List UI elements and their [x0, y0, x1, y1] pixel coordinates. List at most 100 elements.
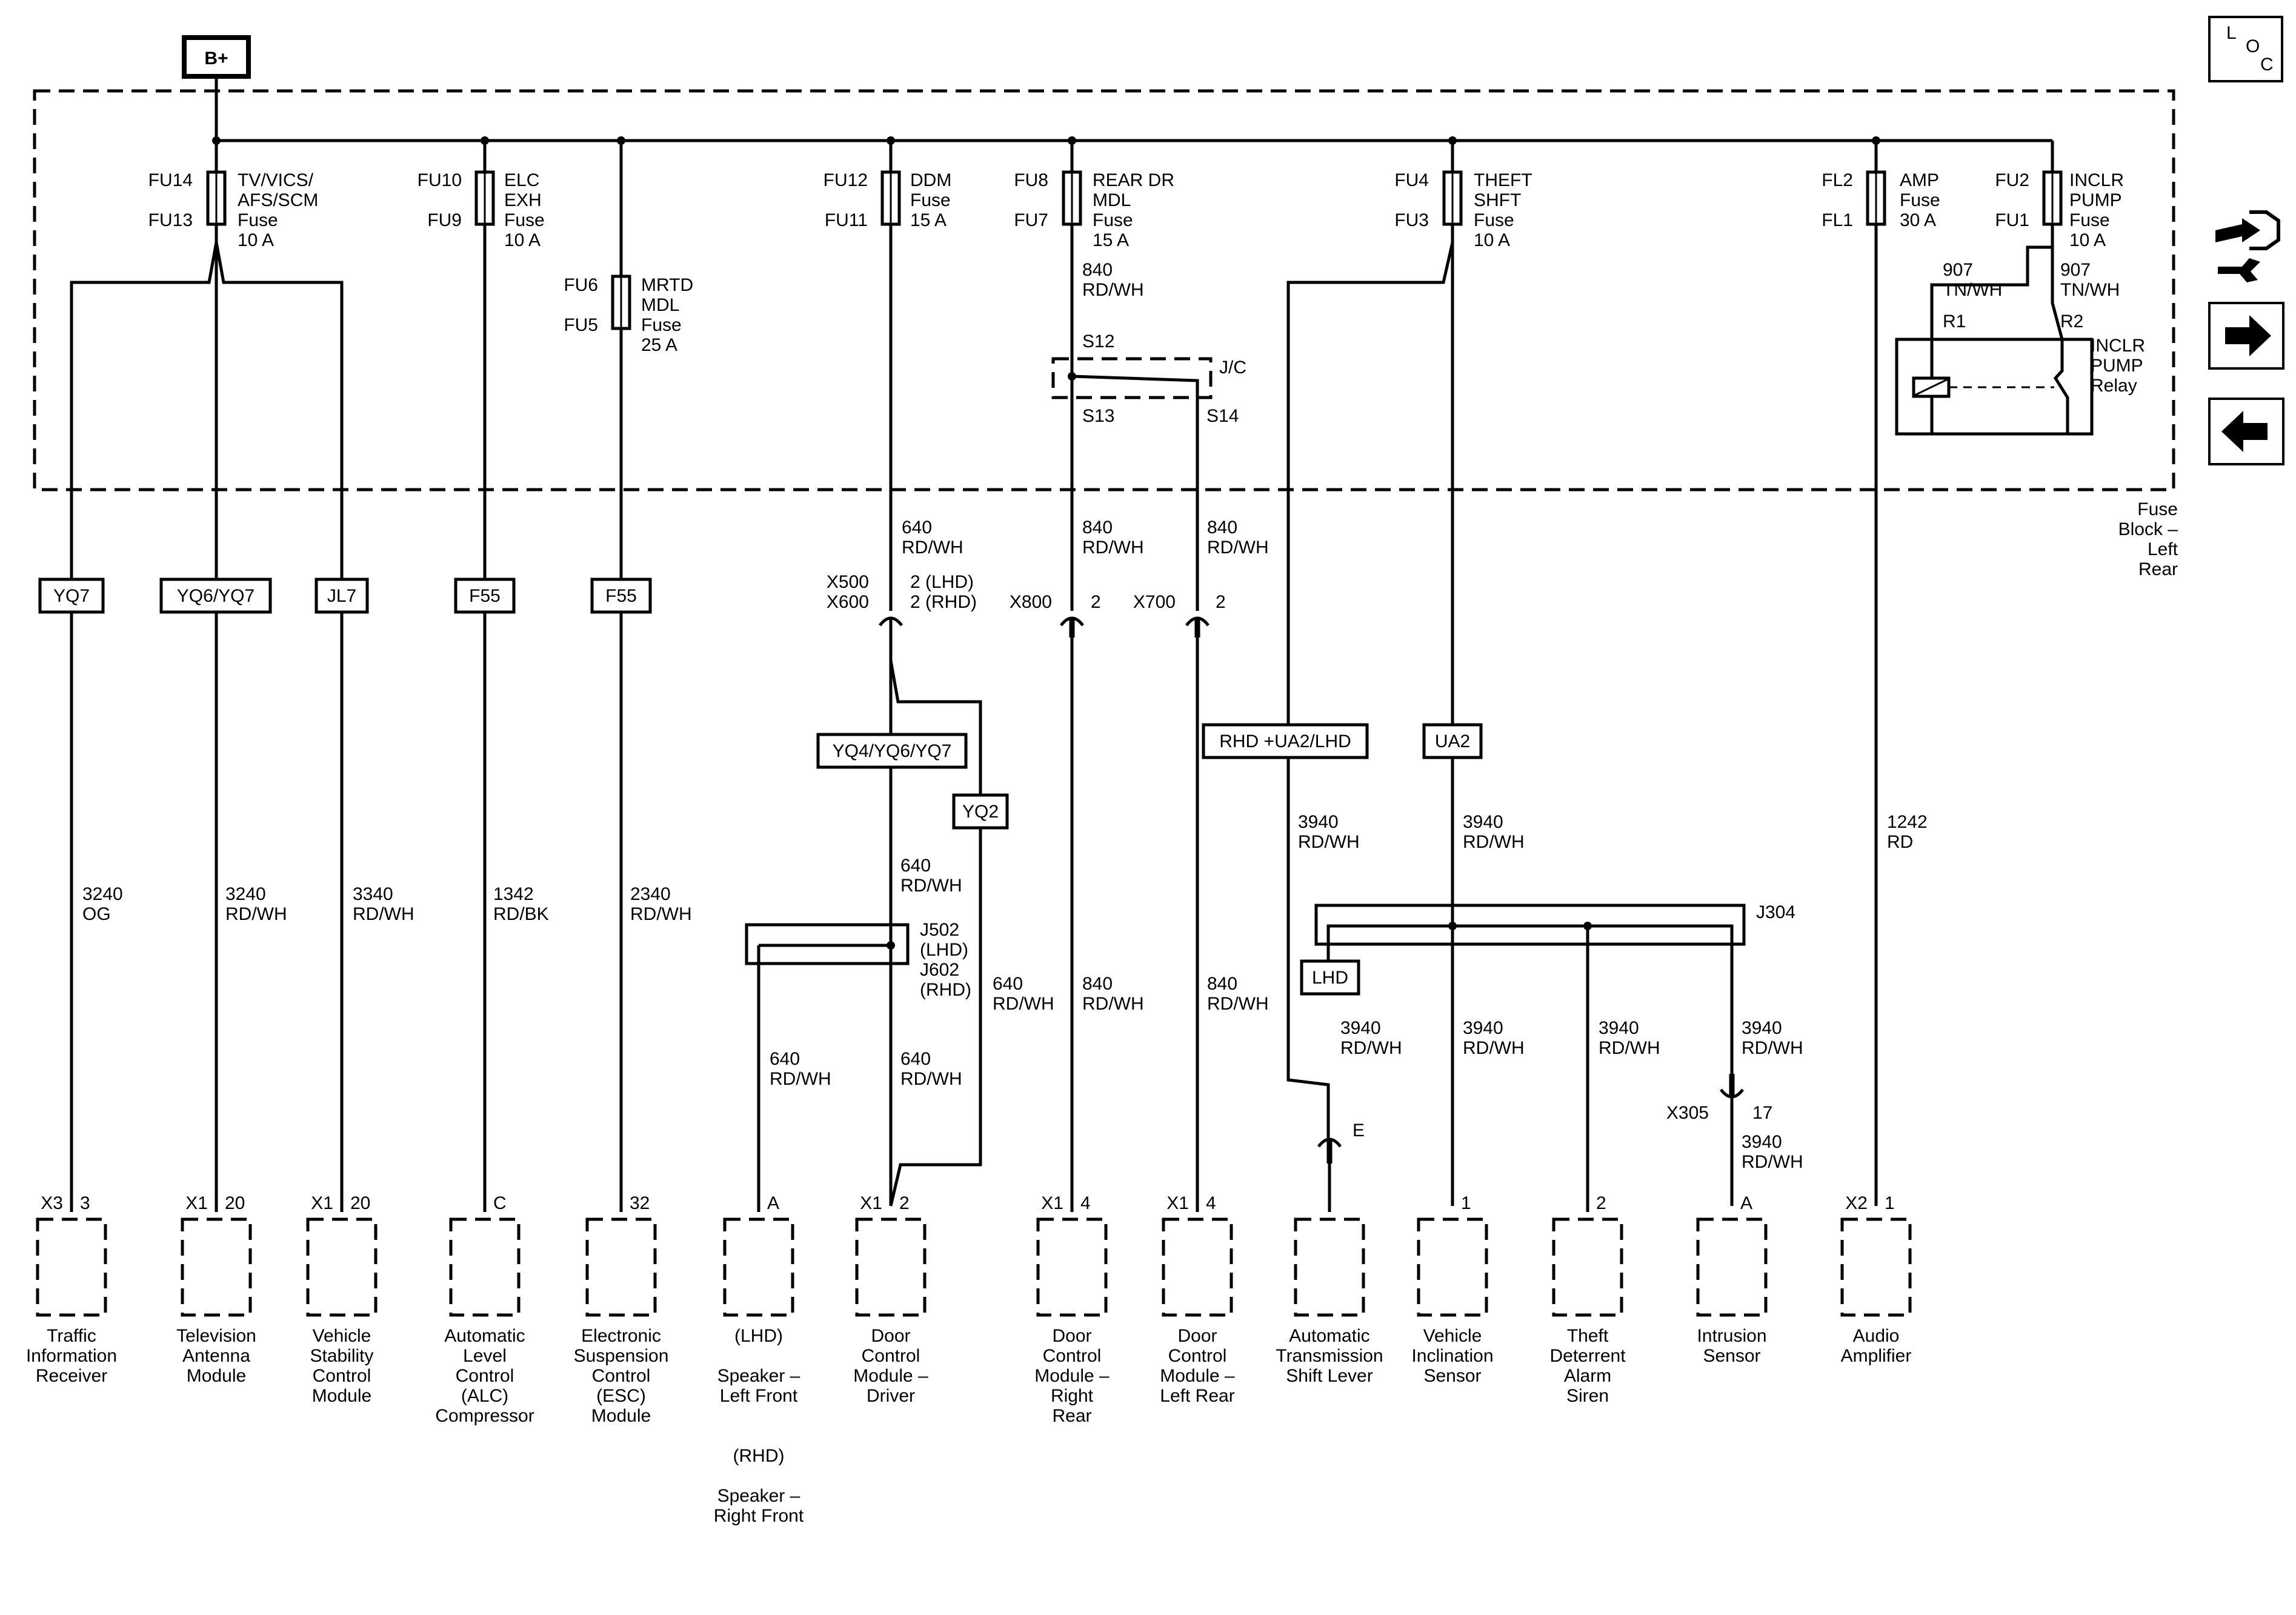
- svg-text:Rear: Rear: [2138, 559, 2178, 579]
- svg-text:17: 17: [1752, 1103, 1772, 1123]
- svg-text:840: 840: [1082, 518, 1113, 538]
- component-pin-label: C: [493, 1193, 507, 1213]
- svg-text:3940: 3940: [1463, 812, 1503, 832]
- svg-text:Fuse: Fuse: [910, 190, 951, 210]
- component-name-line: Information: [26, 1346, 117, 1366]
- svg-text:(RHD): (RHD): [920, 980, 971, 1000]
- svg-text:Fuse: Fuse: [1474, 210, 1514, 230]
- option-box-yq2: YQ2: [952, 793, 1009, 830]
- svg-text:F55: F55: [605, 586, 637, 606]
- svg-text:RD/WH: RD/WH: [1207, 538, 1269, 558]
- b-plus-label: B+: [204, 48, 228, 68]
- svg-text:RD/WH: RD/WH: [900, 1069, 962, 1089]
- arrow-right-icon[interactable]: [2208, 302, 2284, 370]
- connector-wrench-icon[interactable]: [2215, 210, 2280, 282]
- svg-text:10 A: 10 A: [2069, 230, 2106, 250]
- component-name-line: Control: [1168, 1346, 1227, 1366]
- svg-text:840: 840: [1207, 974, 1237, 994]
- component-name-line: Driver: [867, 1386, 915, 1406]
- option-box-yq7: YQ7: [38, 578, 105, 614]
- component-name-line: Module –: [853, 1366, 928, 1386]
- svg-text:1242: 1242: [1887, 812, 1928, 832]
- svg-text:2: 2: [1091, 592, 1101, 612]
- component-connector-label: X2: [1845, 1193, 1868, 1213]
- svg-text:RD/BK: RD/BK: [493, 904, 549, 924]
- option-box-yq4-yq6-yq7: YQ4/YQ6/YQ7: [816, 733, 968, 769]
- component-name-line: Audio: [1853, 1326, 1900, 1346]
- svg-text:RD/WH: RD/WH: [1742, 1152, 1803, 1172]
- svg-text:YQ7: YQ7: [53, 586, 90, 606]
- svg-text:2 (RHD): 2 (RHD): [910, 592, 977, 612]
- component-pin-label: A: [1740, 1193, 1752, 1213]
- svg-text:J602: J602: [920, 960, 959, 980]
- component-name-line: Stability: [310, 1346, 373, 1366]
- svg-text:YQ2: YQ2: [962, 802, 999, 822]
- svg-text:E: E: [1353, 1121, 1365, 1140]
- option-box-f55-a: F55: [454, 578, 516, 614]
- svg-text:3940: 3940: [1298, 812, 1339, 832]
- arrow-left-icon[interactable]: [2208, 398, 2284, 465]
- svg-text:TN/WH: TN/WH: [2060, 280, 2120, 300]
- svg-text:30 A: 30 A: [1900, 210, 1936, 230]
- component-name-line: Traffic: [47, 1326, 96, 1346]
- option-box-jl7: JL7: [314, 578, 369, 614]
- svg-text:RD: RD: [1887, 832, 1913, 852]
- svg-text:OG: OG: [82, 904, 111, 924]
- component-name-line: Sensor: [1423, 1366, 1481, 1386]
- component-name-line: Door: [1052, 1326, 1091, 1346]
- component-connector-label: X1: [1041, 1193, 1063, 1213]
- svg-text:Fuse: Fuse: [1900, 190, 1940, 210]
- svg-text:MDL: MDL: [641, 295, 679, 315]
- component-name-line: Speaker –: [717, 1366, 800, 1386]
- component-name-line: Sensor: [1703, 1346, 1760, 1366]
- svg-text:RHD +UA2/LHD: RHD +UA2/LHD: [1219, 731, 1351, 751]
- component-name-line: Module: [187, 1366, 246, 1386]
- svg-text:S14: S14: [1206, 406, 1239, 426]
- svg-text:X305: X305: [1666, 1103, 1709, 1123]
- loc-button[interactable]: L O C: [2208, 16, 2283, 82]
- fuse-fu2: FU2 FU1 INCLR PUMP Fuse 10 A: [1995, 141, 2124, 250]
- svg-text:PUMP: PUMP: [2069, 190, 2122, 210]
- component-name-line: Antenna: [182, 1346, 250, 1366]
- svg-text:Fuse: Fuse: [2069, 210, 2110, 230]
- svg-text:UA2: UA2: [1435, 731, 1470, 751]
- fuse-fu4: FU4 FU3 THEFT SHFT Fuse 10 A: [1394, 141, 1532, 250]
- component-pin-label: 1: [1885, 1193, 1895, 1213]
- fuse-fu6: FU6 FU5 MRTD MDL Fuse 25 A: [564, 141, 693, 355]
- svg-text:FU10: FU10: [418, 170, 462, 190]
- splice-j502: J502 (LHD) J602 (RHD): [745, 920, 971, 1212]
- component-name-line: Rear: [1052, 1406, 1091, 1426]
- component-name-line: Siren: [1566, 1386, 1609, 1406]
- svg-text:PUMP: PUMP: [2091, 356, 2143, 376]
- svg-text:SHFT: SHFT: [1474, 190, 1521, 210]
- svg-text:Fuse: Fuse: [238, 210, 278, 230]
- svg-text:3940: 3940: [1742, 1018, 1782, 1038]
- component-pin-label: 2: [899, 1193, 910, 1213]
- svg-text:3240: 3240: [225, 884, 266, 904]
- svg-text:RD/WH: RD/WH: [1082, 994, 1144, 1014]
- svg-text:S13: S13: [1082, 406, 1114, 426]
- component-connector-label: X1: [1166, 1193, 1189, 1213]
- svg-text:3940: 3940: [1599, 1018, 1639, 1038]
- component-name-line: (LHD): [734, 1326, 783, 1346]
- svg-text:(LHD): (LHD): [920, 940, 968, 960]
- component-connector-label: X1: [311, 1193, 333, 1213]
- component-name-line: Control: [313, 1366, 371, 1386]
- svg-text:L: L: [2226, 23, 2237, 43]
- svg-text:2: 2: [1216, 592, 1226, 612]
- svg-text:RD/WH: RD/WH: [353, 904, 414, 924]
- component-name-line: Control: [862, 1346, 920, 1366]
- svg-text:RD/WH: RD/WH: [1742, 1038, 1803, 1058]
- connector-x305: [1720, 1088, 1744, 1099]
- svg-text:MDL: MDL: [1093, 190, 1131, 210]
- fuse-fu12: FU12 FU11 DDM Fuse 15 A: [824, 141, 951, 230]
- component-pin-label: 20: [350, 1193, 370, 1213]
- svg-text:840: 840: [1207, 518, 1237, 538]
- svg-text:10 A: 10 A: [1474, 230, 1510, 250]
- component-name-line: Inclination: [1411, 1346, 1493, 1366]
